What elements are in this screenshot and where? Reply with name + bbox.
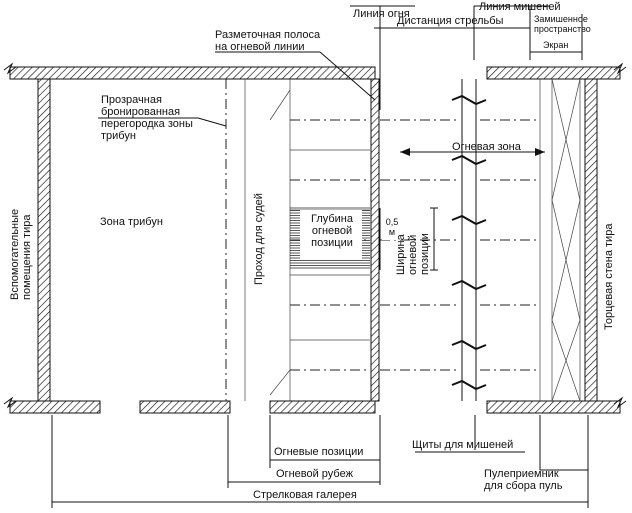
label-target-shields: Щиты для мишеней <box>412 439 513 451</box>
label-shooting-distance: Дистанция стрельбы <box>397 15 504 27</box>
top-wall-left <box>9 66 376 80</box>
label-target-line: Линия мишеней <box>479 1 561 13</box>
right-end-wall <box>584 78 598 402</box>
label-fire-zone: Огневая зона <box>452 141 522 153</box>
fire-line-wall <box>370 78 380 402</box>
label-stands-zone: Зона трибун <box>100 216 163 228</box>
bottom-wall-d <box>486 400 621 414</box>
bottom-wall-c <box>269 400 376 414</box>
top-wall-right <box>486 66 621 80</box>
label-fire-line: Линия огня <box>353 8 410 20</box>
label-shooting-gallery: Стрелковая галерея <box>253 489 357 501</box>
label-fire-positions: Огневые позиции <box>274 446 363 458</box>
position-depth-block <box>290 207 404 270</box>
bottom-wall-a <box>9 400 101 414</box>
label-end-wall: Торцевая стена тира <box>603 223 615 330</box>
label-judges-passage: Проход для судей <box>253 193 265 285</box>
label-position-width: Ширинаогневойпозиции <box>395 233 431 275</box>
top-dimensions <box>215 5 583 110</box>
target-shield <box>451 94 487 106</box>
strip-label-bg <box>382 212 404 240</box>
depth-label-bg <box>300 210 362 260</box>
bottom-wall-b <box>139 400 231 414</box>
label-screen: Экран <box>543 40 568 50</box>
bottom-dimensions <box>51 415 589 508</box>
shield-band <box>458 79 480 401</box>
label-aux-rooms: Вспомогательныепомещения тира <box>9 209 33 300</box>
target-shields-column <box>451 79 487 401</box>
target-shield <box>451 279 487 291</box>
target-shield <box>451 214 487 226</box>
left-wall <box>37 78 51 402</box>
label-fire-boundary: Огневой рубеж <box>276 468 354 480</box>
target-shield <box>451 154 487 166</box>
walls <box>3 62 627 414</box>
target-shield <box>451 339 487 351</box>
screen-lines <box>539 78 581 402</box>
target-shield <box>451 379 487 391</box>
